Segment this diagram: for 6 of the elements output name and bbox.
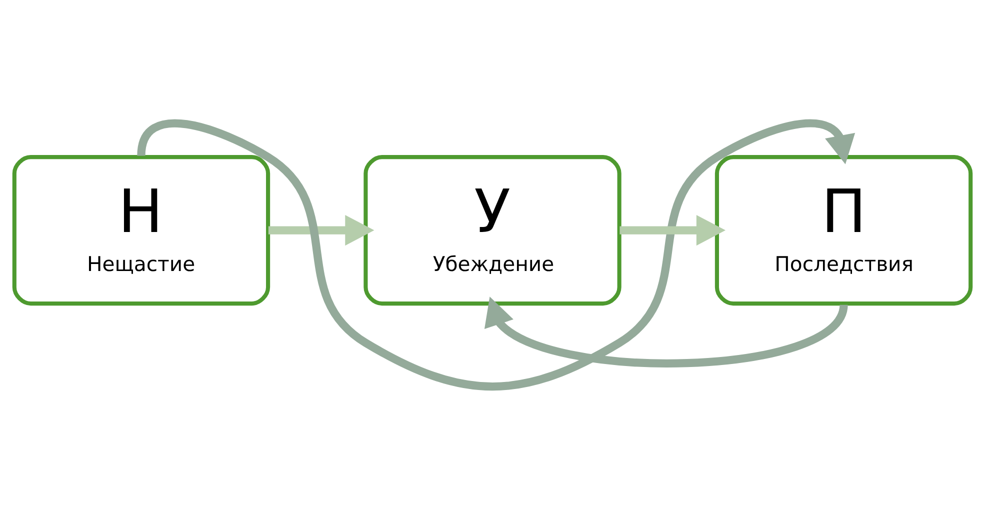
- node-box: Н Нещастие: [12, 154, 270, 306]
- arrow: [620, 214, 726, 246]
- arrow: [268, 214, 374, 246]
- node-box: П Последствия: [714, 154, 973, 306]
- node-box: У Убеждение: [364, 154, 622, 306]
- arrow: [484, 296, 848, 367]
